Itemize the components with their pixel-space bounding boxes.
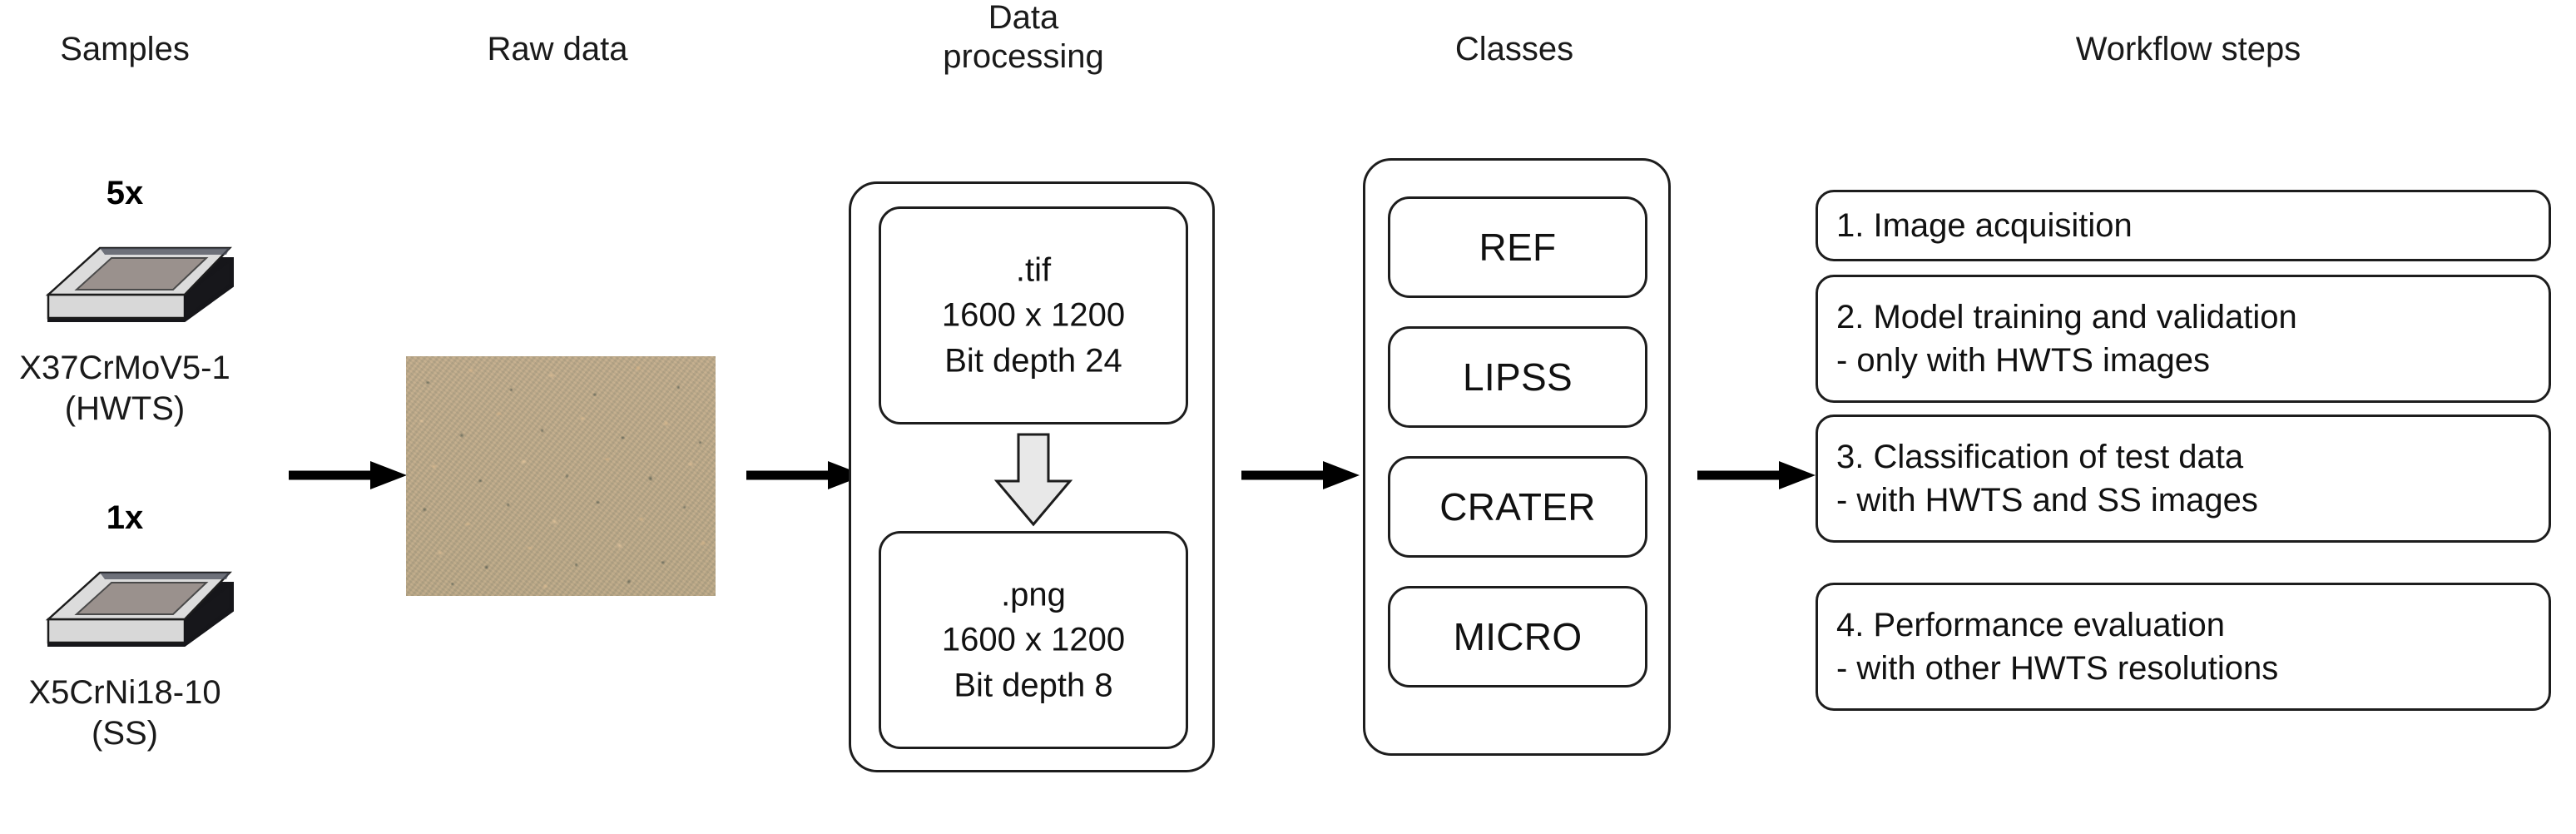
class-box-ref[interactable]: REF bbox=[1388, 196, 1647, 298]
arrow-samples-to-raw bbox=[287, 456, 412, 494]
png-format-text: .png 1600 x 1200 Bit depth 8 bbox=[941, 576, 1126, 704]
down-arrow-icon bbox=[990, 431, 1077, 528]
tif-format-text: .tif 1600 x 1200 Bit depth 24 bbox=[941, 251, 1126, 380]
class-label-crater: CRATER bbox=[1439, 485, 1596, 529]
class-box-lipss[interactable]: LIPSS bbox=[1388, 326, 1647, 428]
micrograph-image bbox=[406, 356, 716, 596]
workflow-step-4-text: 4. Performance evaluation - with other H… bbox=[1836, 607, 2279, 687]
arrow-processing-to-classes bbox=[1240, 456, 1365, 494]
column-header-samples: Samples bbox=[60, 31, 190, 67]
workflow-step-3[interactable]: 3. Classification of test data - with HW… bbox=[1816, 415, 2551, 543]
sample-plate-icon bbox=[33, 215, 241, 323]
class-label-ref: REF bbox=[1479, 226, 1557, 269]
workflow-step-2[interactable]: 2. Model training and validation - only … bbox=[1816, 275, 2551, 403]
arrow-classes-to-workflow bbox=[1696, 456, 1821, 494]
png-format-box: .png 1600 x 1200 Bit depth 8 bbox=[879, 531, 1188, 749]
workflow-step-2-text: 2. Model training and validation - only … bbox=[1836, 299, 2297, 379]
column-header-raw-data: Raw data bbox=[487, 31, 628, 67]
workflow-step-4[interactable]: 4. Performance evaluation - with other H… bbox=[1816, 583, 2551, 711]
class-label-lipss: LIPSS bbox=[1463, 355, 1573, 399]
column-header-data-processing: Data processing bbox=[943, 0, 1104, 76]
sample-count-ss: 1x bbox=[106, 499, 144, 536]
column-header-classes: Classes bbox=[1454, 31, 1574, 67]
column-header-workflow-steps: Workflow steps bbox=[2075, 31, 2301, 67]
sample-label-ss: X5CrNi18-10 (SS) bbox=[28, 674, 221, 752]
sample-count-hwts: 5x bbox=[106, 175, 144, 211]
sample-plate-icon bbox=[33, 539, 241, 648]
class-label-micro: MICRO bbox=[1453, 615, 1583, 658]
tif-format-box: .tif 1600 x 1200 Bit depth 24 bbox=[879, 206, 1188, 424]
workflow-step-1-text: 1. Image acquisition bbox=[1836, 207, 2133, 244]
class-box-crater[interactable]: CRATER bbox=[1388, 456, 1647, 558]
workflow-step-3-text: 3. Classification of test data - with HW… bbox=[1836, 439, 2258, 519]
class-box-micro[interactable]: MICRO bbox=[1388, 586, 1647, 688]
sample-label-hwts: X37CrMoV5-1 (HWTS) bbox=[19, 350, 230, 427]
workflow-step-1[interactable]: 1. Image acquisition bbox=[1816, 190, 2551, 261]
arrow-raw-to-processing bbox=[745, 456, 869, 494]
